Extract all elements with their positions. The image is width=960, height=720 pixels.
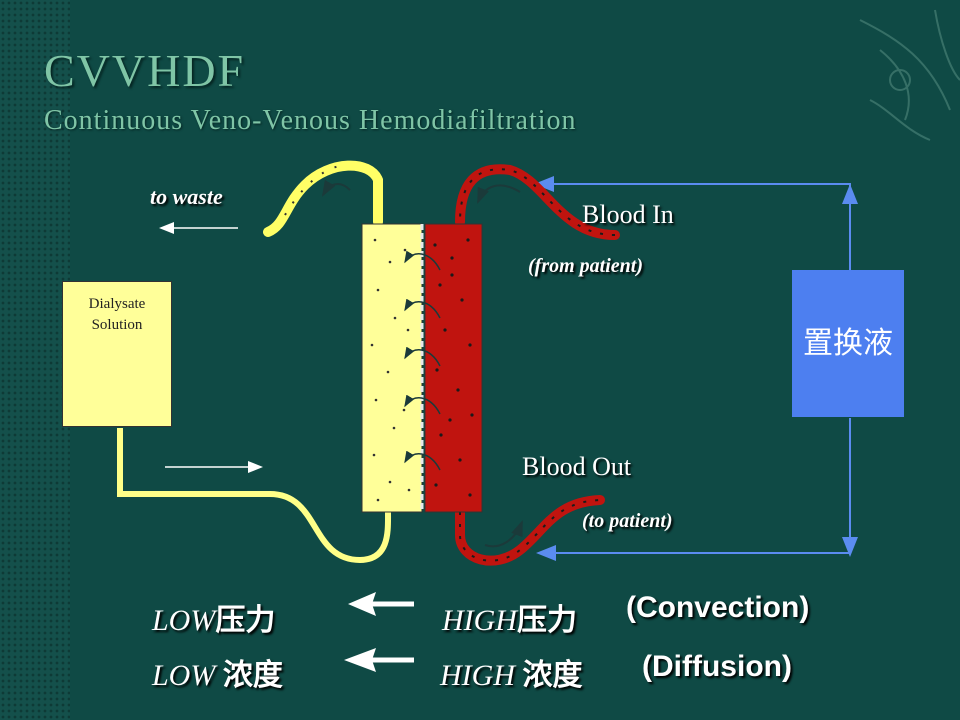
high-pressure-text: HIGH压力: [442, 595, 577, 639]
blood-out-label: Blood Out: [522, 452, 632, 481]
high-pressure-en: HIGH: [442, 604, 517, 637]
legend-row-convection: LOW压力: [152, 595, 275, 639]
dialysate-inlet-tube: [117, 428, 392, 564]
to-waste-label: to waste: [150, 184, 223, 209]
low-pressure-cn: 压力: [215, 603, 276, 638]
replacement-fluid-box: 置换液: [792, 270, 904, 417]
legend-arrow-diffusion: [344, 648, 414, 672]
low-concentration-cn: 浓度: [222, 658, 283, 693]
to-patient-label: (to patient): [582, 510, 673, 532]
high-concentration-text: HIGH 浓度: [440, 650, 583, 694]
diffusion-label: (Diffusion): [642, 650, 792, 683]
low-pressure-en: LOW: [152, 604, 216, 637]
dialysate-solution-box: Dialysate Solution: [62, 281, 172, 427]
filter-dialysate-compartment: [361, 223, 423, 513]
convection-label: (Convection): [626, 591, 810, 624]
filter-blood-compartment: [424, 223, 483, 513]
replacement-fluid-line: [534, 176, 858, 561]
low-concentration-en: LOW: [152, 659, 223, 692]
dialysate-label-line1: Dialysate: [88, 296, 146, 312]
from-patient-label: (from patient): [528, 255, 643, 277]
page-title: CVVHDF: [44, 45, 246, 96]
legend-row-diffusion: LOW 浓度: [152, 650, 283, 694]
decorative-pattern-strip: [0, 0, 70, 720]
legend-arrow-convection: [348, 592, 414, 616]
waste-outlet-tube: [263, 160, 383, 237]
ornament-decoration: [859, 9, 960, 141]
blood-in-label: Blood In: [582, 200, 674, 229]
high-concentration-en: HIGH: [440, 659, 523, 692]
high-pressure-cn: 压力: [517, 603, 577, 638]
dialysate-label-line2: Solution: [91, 317, 143, 333]
page-subtitle: Continuous Veno-Venous Hemodiafiltration: [44, 105, 577, 136]
high-concentration-cn: 浓度: [522, 658, 583, 693]
